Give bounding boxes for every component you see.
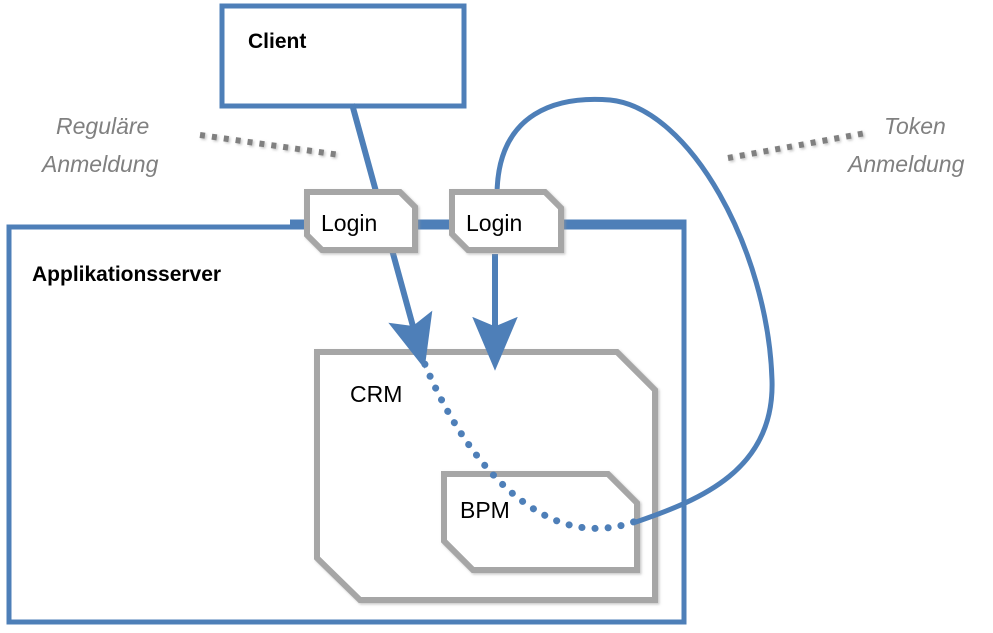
client-label: Client xyxy=(248,30,306,53)
right-annotation-line2: Anmeldung xyxy=(846,151,965,177)
login-right-label: Login xyxy=(466,210,522,236)
client-box xyxy=(219,3,467,109)
bpm-label: BPM xyxy=(460,497,510,523)
left-annotation-line1: Reguläre xyxy=(56,113,149,139)
crm-label: CRM xyxy=(350,381,402,407)
left-annotation-leader xyxy=(199,132,341,158)
login-left-label: Login xyxy=(321,210,377,236)
right-annotation-line1: Token xyxy=(884,113,946,139)
bpm-box xyxy=(441,471,640,573)
right-annotation-leader xyxy=(727,130,867,161)
token-login-arc xyxy=(494,96,775,525)
login-right-box xyxy=(449,189,564,253)
server-right-edge-connector xyxy=(560,219,687,500)
token-dotted-path xyxy=(416,348,640,532)
left-annotation-line2: Anmeldung xyxy=(40,151,159,177)
login-left-box xyxy=(304,189,418,253)
applikationsserver-label: Applikationsserver xyxy=(32,263,221,286)
